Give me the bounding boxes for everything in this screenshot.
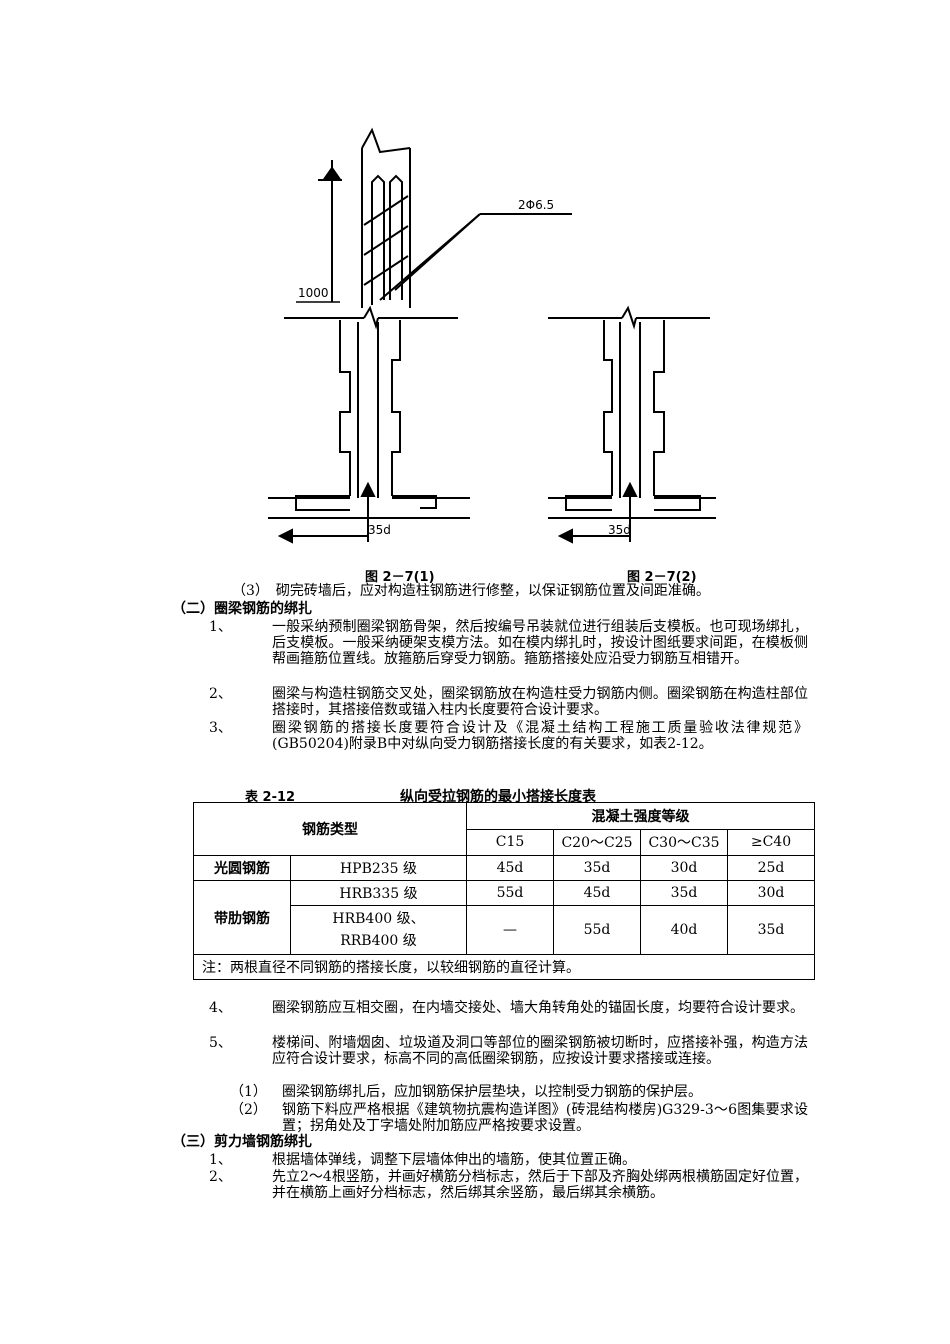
grade-c15: C15: [466, 828, 554, 856]
sub2-num: （2）: [230, 1102, 267, 1118]
rebar-label: 2Φ6.5: [518, 198, 554, 212]
cell: 55d: [553, 905, 641, 955]
s3-item2-num: 2、: [209, 1169, 232, 1185]
table-label: 表 2-12: [245, 790, 296, 805]
s2-item2-text: 圈梁与构造柱钢筋交叉处，圈梁钢筋放在构造柱受力钢筋内侧。圈梁钢筋在构造柱部位搭接…: [272, 686, 808, 718]
cell: —: [466, 905, 554, 955]
figure-caption-1: 图 2－7(1): [365, 570, 435, 585]
table-row: HRB400 级、RRB400 级 — 55d 40d 35d: [194, 905, 815, 955]
section-3-title: （三）剪力墙钢筋绑扎: [172, 1134, 312, 1150]
table-row: 带肋钢筋 HRB335 级 55d 45d 35d 30d: [193, 880, 815, 955]
row-type: HRB335 级: [290, 880, 467, 906]
cell: 25d: [727, 855, 815, 881]
sub2-text: 钢筋下料应严格根据《建筑物抗震构造详图》(砖混结构楼房)G329-3～6图集要求…: [282, 1102, 808, 1134]
cell: 35d: [553, 855, 641, 881]
grade-c40: ≥C40: [727, 828, 815, 856]
figure-caption-2: 图 2－7(2): [627, 570, 697, 585]
dimension-35d-label-2: 35d: [608, 523, 631, 537]
s2-item3-text: 圈梁钢筋的搭接长度要符合设计及《混凝土结构工程施工质量验收法律规范》(GB502…: [272, 720, 808, 752]
cell: 40d: [640, 905, 728, 955]
cell: 45d: [553, 880, 641, 906]
cell: 45d: [466, 855, 554, 881]
table-title: 纵向受拉钢筋的最小搭接长度表: [400, 789, 596, 805]
s2-item4-text: 圈梁钢筋应互相交圈，在内墙交接处、墙大角转角处的锚固长度，均要符合设计要求。: [272, 1000, 804, 1016]
table-row: 光圆钢筋 HPB235 级 45d 35d 30d 25d: [193, 855, 815, 881]
cell: 35d: [640, 880, 728, 906]
section-2-title: （二）圈梁钢筋的绑扎: [172, 601, 312, 617]
s2-item4-num: 4、: [209, 1000, 232, 1016]
table-note: 注：两根直径不同钢筋的搭接长度，以较细钢筋的直径计算。: [193, 954, 815, 980]
row-type: HRB400 级、RRB400 级: [290, 905, 467, 955]
sub1-num: （1）: [230, 1084, 267, 1100]
dimension-35d-label-1: 35d: [368, 523, 391, 537]
s2-item5-text: 楼梯间、附墙烟囱、垃圾道及洞口等部位的圈梁钢筋被切断时，应搭接补强，构造方法应符…: [272, 1035, 808, 1067]
row-type: HPB235 级: [290, 855, 467, 881]
cell: 55d: [466, 880, 554, 906]
cell: 30d: [640, 855, 728, 881]
dimension-1000-label: 1000: [298, 286, 329, 300]
header-strength: 混凝土强度等级: [466, 802, 815, 830]
sub1-text: 圈梁钢筋绑扎后，应加钢筋保护层垫块，以控制受力钢筋的保护层。: [282, 1084, 702, 1100]
grade-c20-c25: C20～C25: [553, 828, 641, 856]
s3-item1-num: 1、: [209, 1152, 232, 1168]
s3-item2-text: 先立2～4根竖筋，并画好横筋分档标志，然后于下部及齐胸处绑两根横筋固定好位置，并…: [272, 1169, 808, 1201]
item-3-text: （3） 砌完砖墙后，应对构造柱钢筋进行修整，以保证钢筋位置及间距准确。: [232, 583, 710, 599]
s2-item1-num: 1、: [209, 619, 232, 635]
cell: 35d: [727, 905, 815, 955]
construction-column-diagram: 2Φ6.5 1000 35d 35d: [268, 127, 716, 544]
grade-c30-c35: C30～C35: [640, 828, 728, 856]
lap-length-table: 钢筋类型 混凝土强度等级 C15 C20～C25 C30～C35 ≥C40 光圆…: [193, 802, 815, 980]
s2-item3-num: 3、: [209, 720, 232, 736]
s3-item1-text: 根据墙体弹线，调整下层墙体伸出的墙筋，使其位置正确。: [272, 1152, 636, 1168]
s2-item2-num: 2、: [209, 686, 232, 702]
cell: 30d: [727, 880, 815, 906]
group-ribbed: 带肋钢筋: [193, 880, 291, 955]
s2-item1-text: 一般采纳预制圈梁钢筋骨架，然后按编号吊装就位进行组装后支模板。也可现场绑扎，后支…: [272, 619, 808, 667]
group-plain: 光圆钢筋: [193, 855, 291, 881]
s2-item5-num: 5、: [209, 1035, 232, 1051]
header-type: 钢筋类型: [193, 802, 467, 856]
